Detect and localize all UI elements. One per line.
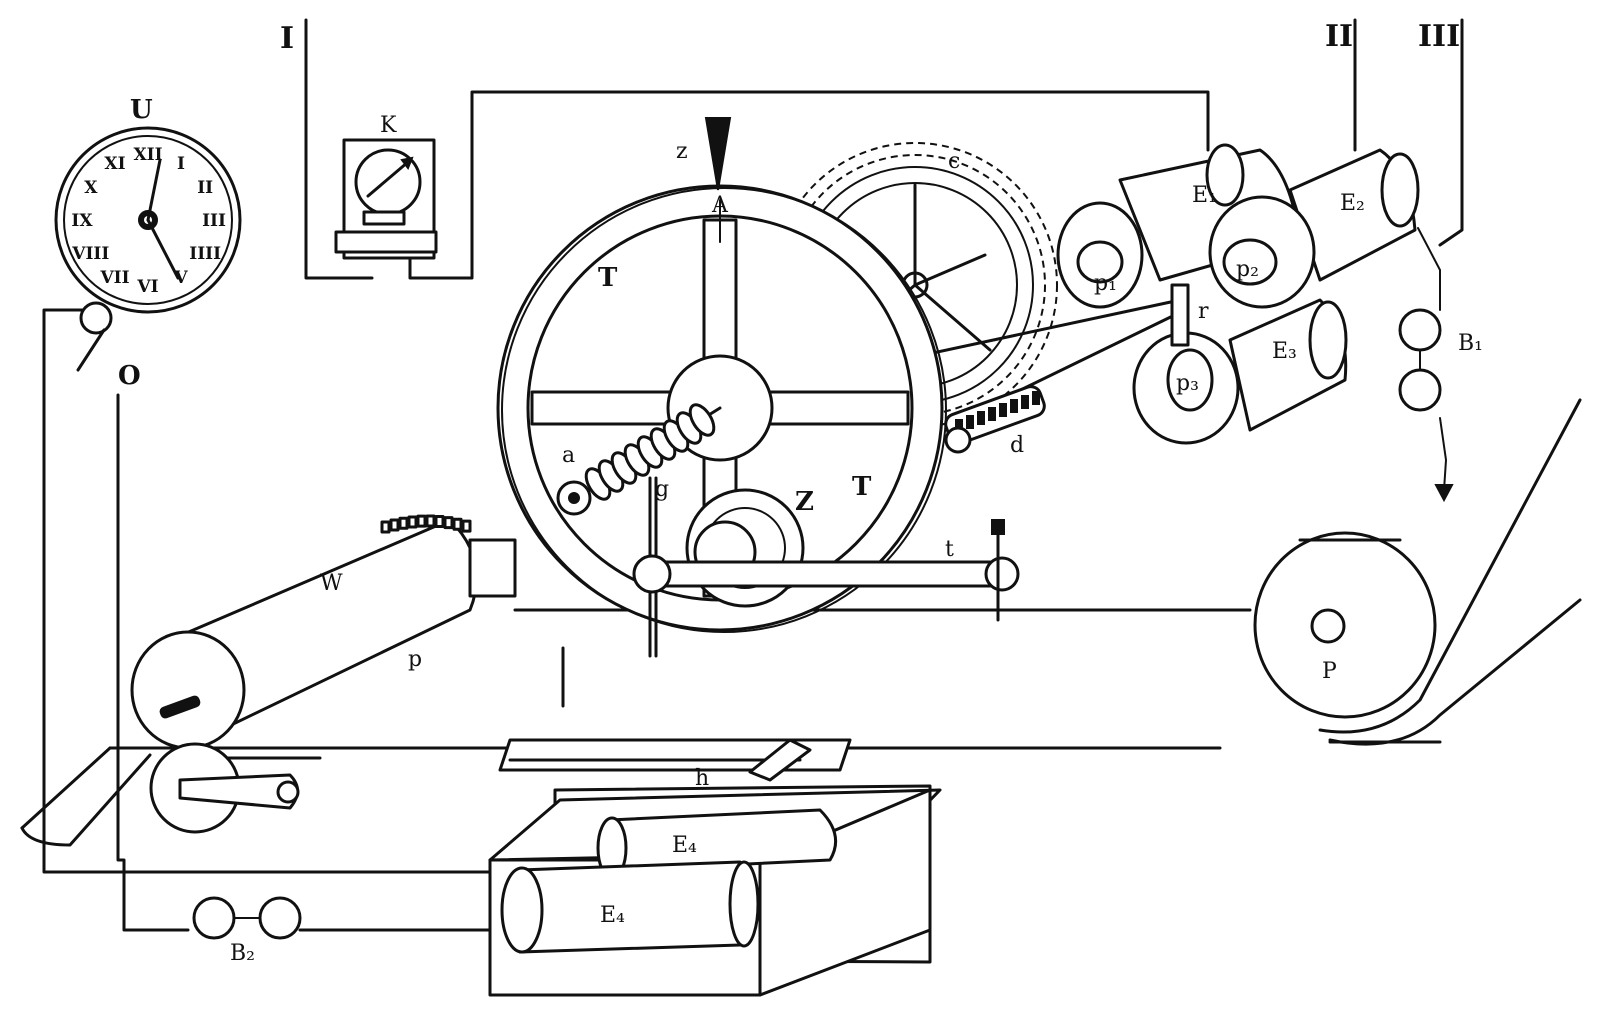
crown-tooth — [443, 516, 454, 530]
lever-h — [498, 738, 852, 782]
roller-W — [130, 514, 517, 750]
pointer-z — [704, 117, 732, 191]
roller-W-label: W — [320, 571, 343, 596]
pole-shoes — [1056, 195, 1316, 445]
crown-tooth — [398, 516, 409, 530]
lever-r-label: r — [1198, 299, 1209, 324]
clock-numeral: IIII — [189, 244, 221, 264]
clock-numeral: VII — [99, 268, 129, 288]
wheel-T-lower-label: T — [852, 472, 872, 502]
crown-tooth — [461, 519, 472, 533]
crown-tooth — [380, 520, 391, 534]
crown-tooth — [416, 514, 427, 528]
pinion-tooth — [1021, 395, 1029, 409]
galvanometer-icon — [334, 138, 438, 260]
clock-numeral: IX — [71, 211, 93, 231]
wiring — [42, 18, 1464, 932]
electromagnet-E3 — [1228, 298, 1348, 432]
pinion-tooth — [988, 407, 996, 421]
clock-numeral: II — [197, 178, 213, 198]
pinion-tooth — [977, 411, 985, 425]
pointer-z-label: z — [676, 139, 688, 164]
coil-E3-label: E₃ — [1272, 339, 1297, 364]
bar-t — [632, 476, 1020, 658]
battery-B2 — [192, 896, 302, 940]
mark-A-label: A — [711, 193, 729, 218]
pole-p3-label: p₃ — [1176, 371, 1199, 396]
crown-tooth — [389, 518, 400, 532]
clock-numeral: VI — [136, 277, 158, 297]
circuit-III-label: III — [1418, 19, 1460, 54]
pinion-tooth — [966, 415, 974, 429]
paper-p-label: p — [408, 647, 422, 672]
dial-Z — [685, 488, 805, 608]
clock-numeral: V — [173, 268, 188, 288]
clock-label: U — [130, 95, 153, 125]
clock-numeral: X — [84, 178, 98, 198]
lever-h-label: h — [695, 766, 709, 791]
crown-tooth — [452, 517, 463, 531]
crank-icon — [149, 742, 300, 834]
gear-c-label: c — [948, 149, 960, 174]
dial-Z-label: Z — [795, 487, 814, 517]
clock-numeral: XI — [104, 154, 125, 174]
roller-P — [1253, 531, 1437, 719]
battery-B1 — [1398, 308, 1442, 412]
circuit-I-label: I — [280, 21, 294, 56]
bar-t-label: t — [945, 537, 954, 562]
worm-coil — [688, 403, 716, 437]
coil-E4-back-label: E₄ — [672, 833, 697, 858]
pinion-d-label: d — [1010, 433, 1024, 458]
crown-tooth — [425, 514, 436, 528]
screw-a-label: a — [562, 443, 575, 468]
circuit-II-label: II — [1325, 19, 1353, 54]
coil-E2-label: E₂ — [1340, 191, 1365, 216]
pinion-tooth — [1010, 399, 1018, 413]
battery-B2-label: B₂ — [230, 941, 255, 966]
contact-O-label: O — [118, 361, 141, 391]
electromagnet-E4 — [488, 784, 942, 997]
wheel-T-upper-label: T — [598, 263, 618, 293]
crown-tooth — [407, 515, 418, 529]
paper-strip — [20, 398, 1582, 847]
lever-r — [1170, 283, 1190, 347]
coil-E4-front-label: E₄ — [600, 903, 625, 928]
rod-g-label: g — [655, 477, 669, 502]
crown-tooth — [434, 515, 445, 529]
screw-a — [556, 403, 722, 516]
pole-p2-label: p₂ — [1236, 257, 1259, 282]
battery-B1-label: B₁ — [1458, 331, 1483, 356]
roller-P-label: P — [1322, 659, 1337, 684]
pole-p1-label: p₁ — [1094, 271, 1117, 296]
electromagnet-E2 — [1288, 148, 1420, 282]
clock-numeral: I — [177, 154, 185, 174]
pinion-tooth — [1032, 391, 1040, 405]
clock-numeral: XII — [133, 145, 162, 165]
pinion-tooth — [999, 403, 1007, 417]
clock-numeral: VIII — [71, 244, 109, 264]
pinion-d — [944, 385, 1046, 454]
clock-numeral: III — [202, 211, 226, 231]
instrument-K-label: K — [380, 113, 397, 138]
coil-E1-label: E₁ — [1192, 183, 1217, 208]
